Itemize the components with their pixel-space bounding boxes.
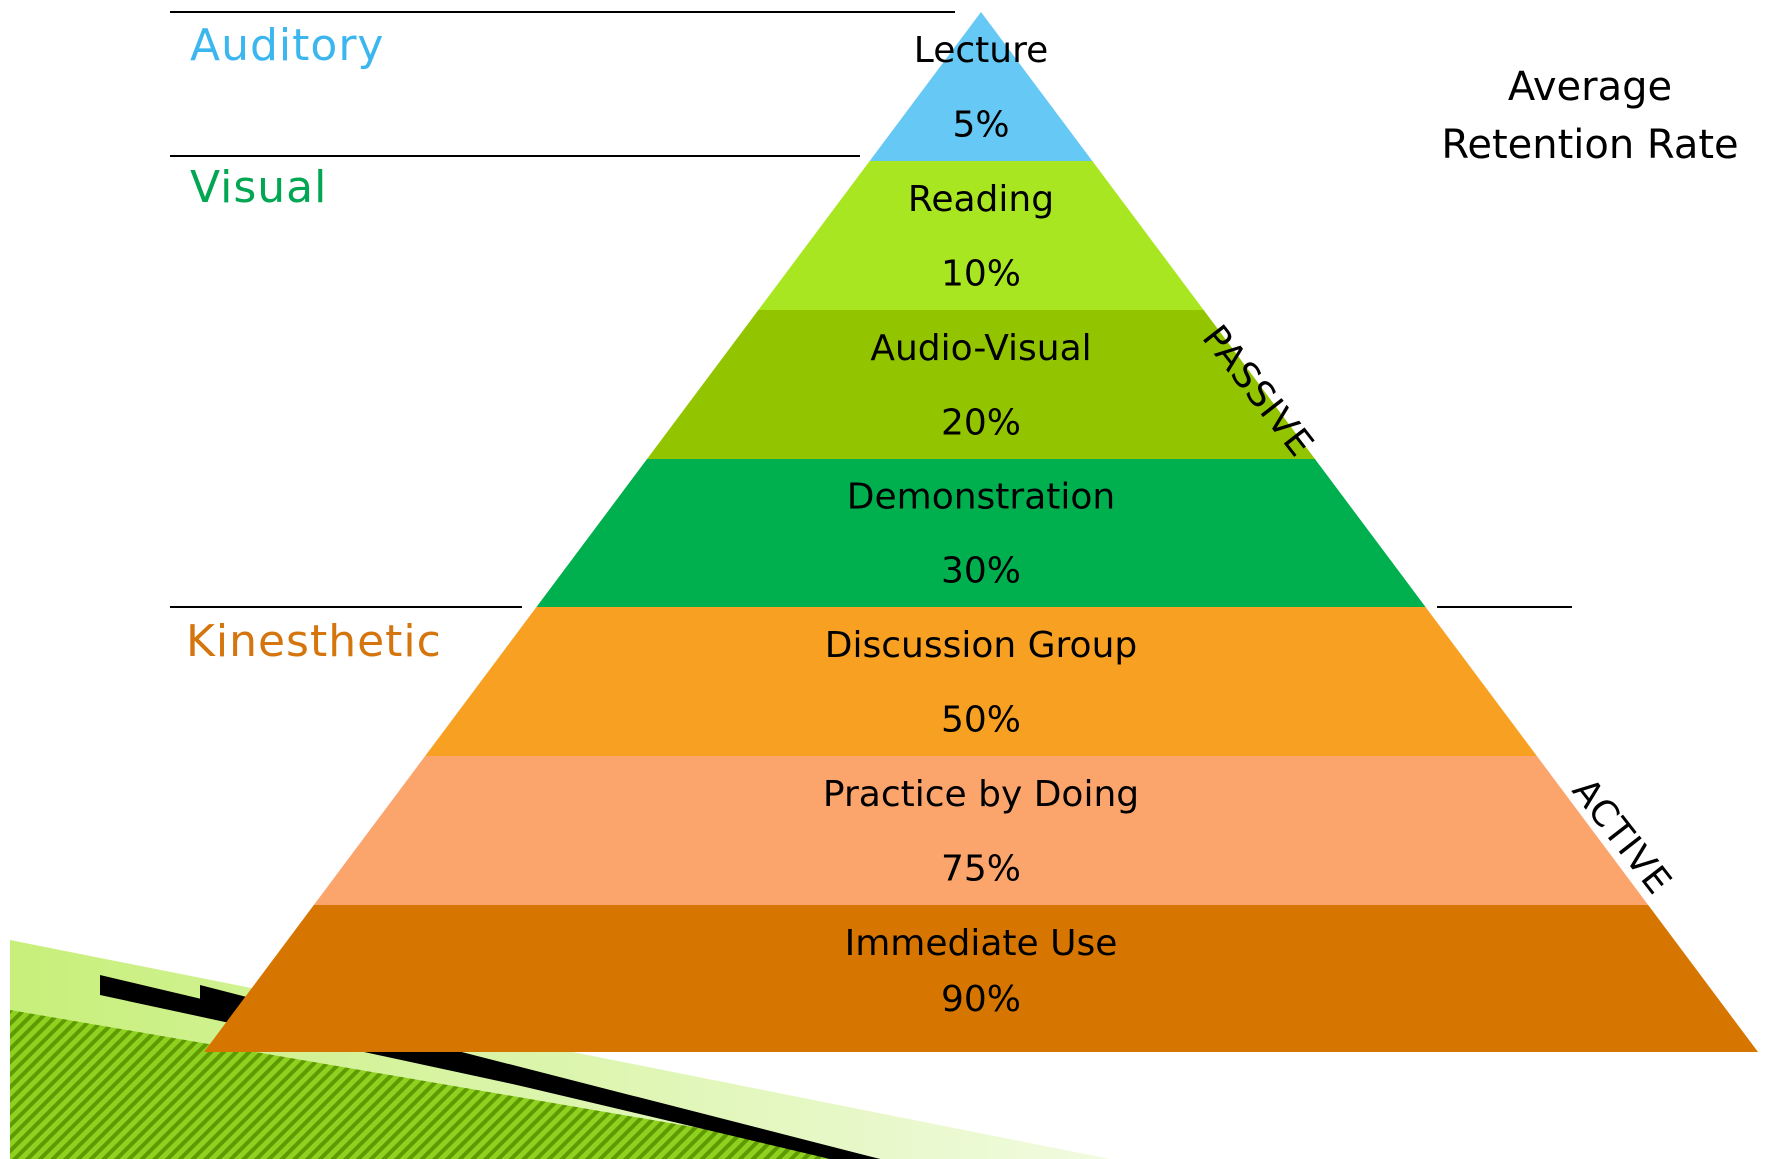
pyramid-layer-2: [758, 161, 1204, 310]
layer-activity-label: Demonstration: [847, 477, 1115, 518]
category-visual: Visual: [190, 162, 328, 213]
layer-rate-label: 20%: [941, 402, 1021, 443]
divider-visual-kinesthetic-left: [170, 606, 522, 608]
pyramid-layer-5: [425, 607, 1537, 756]
divider-auditory-top: [170, 11, 955, 13]
layer-activity-label: Lecture: [914, 30, 1048, 71]
category-auditory: Auditory: [190, 20, 385, 71]
layer-rate-label: 10%: [941, 253, 1021, 294]
category-kinesthetic: Kinesthetic: [186, 616, 442, 667]
pyramid-layer-7: [204, 905, 1758, 1052]
retention-rate-title-line-2: Retention Rate: [1441, 122, 1739, 168]
layer-activity-label: Reading: [908, 179, 1054, 220]
layer-rate-label: 90%: [941, 979, 1021, 1020]
layer-activity-label: Immediate Use: [845, 923, 1118, 964]
layer-rate-label: 75%: [941, 848, 1021, 889]
divider-visual-kinesthetic-right: [1437, 606, 1572, 608]
divider-auditory-visual: [170, 155, 860, 157]
pyramid-layer-1: [869, 12, 1093, 161]
pyramid-layer-4: [536, 459, 1426, 607]
layer-activity-label: Practice by Doing: [823, 774, 1139, 815]
layer-rate-label: 5%: [952, 104, 1009, 145]
layer-rate-label: 30%: [941, 551, 1021, 592]
layer-activity-label: Discussion Group: [825, 625, 1138, 666]
retention-rate-title: Average Retention Rate: [1430, 58, 1750, 174]
pyramid-layers: Lecture 5% Reading 10% Audio-Visual 20% Demons…: [204, 12, 1758, 1052]
pyramid-layer-3: [647, 310, 1315, 459]
layer-rate-label: 50%: [941, 699, 1021, 740]
retention-rate-title-line-1: Average: [1507, 64, 1673, 110]
pyramid-layer-6: [313, 756, 1649, 905]
layer-activity-label: Audio-Visual: [870, 328, 1091, 369]
